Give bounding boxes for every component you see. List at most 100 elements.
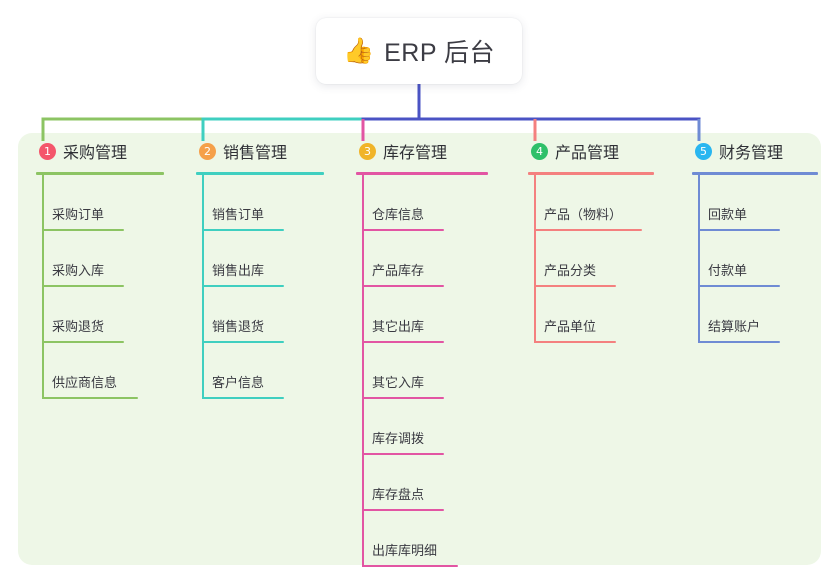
branch-header[interactable]: 3 库存管理 <box>338 133 510 169</box>
branch-item[interactable]: 采购入库 <box>18 231 178 287</box>
branch-underline <box>528 172 654 175</box>
branch-item[interactable]: 库存盘点 <box>338 455 510 511</box>
branch-item-underline <box>42 229 124 231</box>
branch-item-underline <box>362 453 444 455</box>
branch-item[interactable]: 销售出库 <box>178 231 338 287</box>
branch-item[interactable]: 产品分类 <box>510 231 674 287</box>
branch-item-label: 销售订单 <box>212 207 265 222</box>
branch-items: 采购订单采购入库采购退货供应商信息 <box>18 175 178 399</box>
branch-item-underline <box>362 565 458 567</box>
branch-item-underline <box>202 397 284 399</box>
branch-item-underline <box>202 285 284 287</box>
branch-underline <box>196 172 324 175</box>
branch-item-label: 仓库信息 <box>372 207 425 222</box>
branch-item-underline <box>698 285 780 287</box>
branch-number-badge: 2 <box>199 142 216 160</box>
branch-item-underline <box>362 285 444 287</box>
branch-item[interactable]: 产品单位 <box>510 287 674 343</box>
branch-item-underline <box>42 285 124 287</box>
root-node[interactable]: 👍 ERP 后台 <box>316 18 522 84</box>
branch-item-label: 付款单 <box>708 263 748 278</box>
branch-underline <box>356 172 488 175</box>
branch-item-label: 采购订单 <box>52 207 105 222</box>
branch-item-underline <box>698 229 780 231</box>
branch-item-label: 供应商信息 <box>52 375 118 390</box>
branch-item-underline <box>362 509 444 511</box>
branch-header[interactable]: 2 销售管理 <box>178 133 338 169</box>
branch-item-underline <box>42 341 124 343</box>
branch-item[interactable]: 其它出库 <box>338 287 510 343</box>
branch-item-label: 产品库存 <box>372 263 425 278</box>
branch-columns: 1 采购管理采购订单采购入库采购退货供应商信息 2 销售管理销售订单销售出库销售退货客… <box>18 133 824 567</box>
branch-item-underline <box>202 229 284 231</box>
branch-underline <box>36 172 164 175</box>
branch-number-badge: 1 <box>39 142 56 160</box>
branch-item-label: 结算账户 <box>708 319 761 334</box>
branch-item-label: 库存调拨 <box>372 431 425 446</box>
branch-item-label: 库存盘点 <box>372 487 425 502</box>
branch-item-label: 客户信息 <box>212 375 265 390</box>
branch-number-badge: 3 <box>359 142 376 160</box>
branch-item-label: 出库库明细 <box>372 543 438 558</box>
branch-item[interactable]: 仓库信息 <box>338 175 510 231</box>
branch-underline <box>692 172 818 175</box>
branch-item[interactable]: 结算账户 <box>674 287 824 343</box>
branch-title: 库存管理 <box>383 145 448 162</box>
branch-item[interactable]: 付款单 <box>674 231 824 287</box>
branch-title: 销售管理 <box>223 145 288 162</box>
branch-column: 2 销售管理销售订单销售出库销售退货客户信息 <box>178 133 338 399</box>
branch-item[interactable]: 库存调拨 <box>338 399 510 455</box>
branch-header[interactable]: 4 产品管理 <box>510 133 674 169</box>
branch-item-label: 产品（物料） <box>544 207 623 222</box>
branch-item[interactable]: 回款单 <box>674 175 824 231</box>
branch-column: 5 财务管理回款单付款单结算账户 <box>674 133 824 343</box>
branch-header[interactable]: 1 采购管理 <box>18 133 178 169</box>
branch-item[interactable]: 客户信息 <box>178 343 338 399</box>
branch-item-label: 回款单 <box>708 207 748 222</box>
branch-item-label: 采购退货 <box>52 319 105 334</box>
branch-item[interactable]: 销售退货 <box>178 287 338 343</box>
branch-items: 销售订单销售出库销售退货客户信息 <box>178 175 338 399</box>
branch-item-underline <box>42 397 138 399</box>
branch-title: 产品管理 <box>555 145 620 162</box>
branch-column: 1 采购管理采购订单采购入库采购退货供应商信息 <box>18 133 178 399</box>
branch-spine <box>42 175 44 399</box>
branch-item-underline <box>362 229 444 231</box>
branch-item-label: 其它入库 <box>372 375 425 390</box>
branch-spine <box>202 175 204 399</box>
branch-spine <box>362 175 364 567</box>
branch-item[interactable]: 供应商信息 <box>18 343 178 399</box>
branch-spine <box>698 175 700 343</box>
branch-item-label: 销售出库 <box>212 263 265 278</box>
branch-item-underline <box>698 341 780 343</box>
branch-items: 产品（物料） 产品分类产品单位 <box>510 175 674 343</box>
branch-item[interactable]: 产品库存 <box>338 231 510 287</box>
branch-item[interactable]: 出库库明细 <box>338 511 510 567</box>
branch-item-label: 产品分类 <box>544 263 597 278</box>
branch-item-label: 产品单位 <box>544 319 597 334</box>
branch-item[interactable]: 其它入库 <box>338 343 510 399</box>
branch-item-underline <box>534 229 642 231</box>
branch-item-underline <box>362 397 444 399</box>
branch-title: 采购管理 <box>63 145 128 162</box>
branch-number-badge: 4 <box>531 142 548 160</box>
branch-item-label: 销售退货 <box>212 319 265 334</box>
branch-item-label: 其它出库 <box>372 319 425 334</box>
branch-item-underline <box>362 341 444 343</box>
branch-item-underline <box>534 285 616 287</box>
branch-item-label: 采购入库 <box>52 263 105 278</box>
diagram-panel <box>18 133 821 565</box>
branch-item[interactable]: 采购退货 <box>18 287 178 343</box>
branch-header[interactable]: 5 财务管理 <box>674 133 824 169</box>
branch-title: 财务管理 <box>719 145 784 162</box>
branch-items: 回款单付款单结算账户 <box>674 175 824 343</box>
branch-column: 4 产品管理产品（物料） 产品分类产品单位 <box>510 133 674 343</box>
branch-item[interactable]: 采购订单 <box>18 175 178 231</box>
branch-item[interactable]: 产品（物料） <box>510 175 674 231</box>
branch-spine <box>534 175 536 343</box>
branch-item[interactable]: 销售订单 <box>178 175 338 231</box>
thumbs-up-icon: 👍 <box>342 36 375 65</box>
branch-items: 仓库信息产品库存其它出库其它入库库存调拨库存盘点出库库明细 <box>338 175 510 567</box>
branch-number-badge: 5 <box>695 142 712 160</box>
